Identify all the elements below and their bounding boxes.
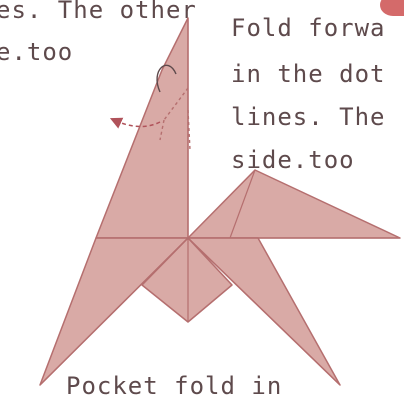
origami-fold-diagram bbox=[0, 0, 404, 390]
bottom-caption: Pocket fold in bbox=[66, 372, 282, 400]
neck-piece bbox=[96, 18, 188, 238]
tail-piece bbox=[188, 170, 400, 238]
